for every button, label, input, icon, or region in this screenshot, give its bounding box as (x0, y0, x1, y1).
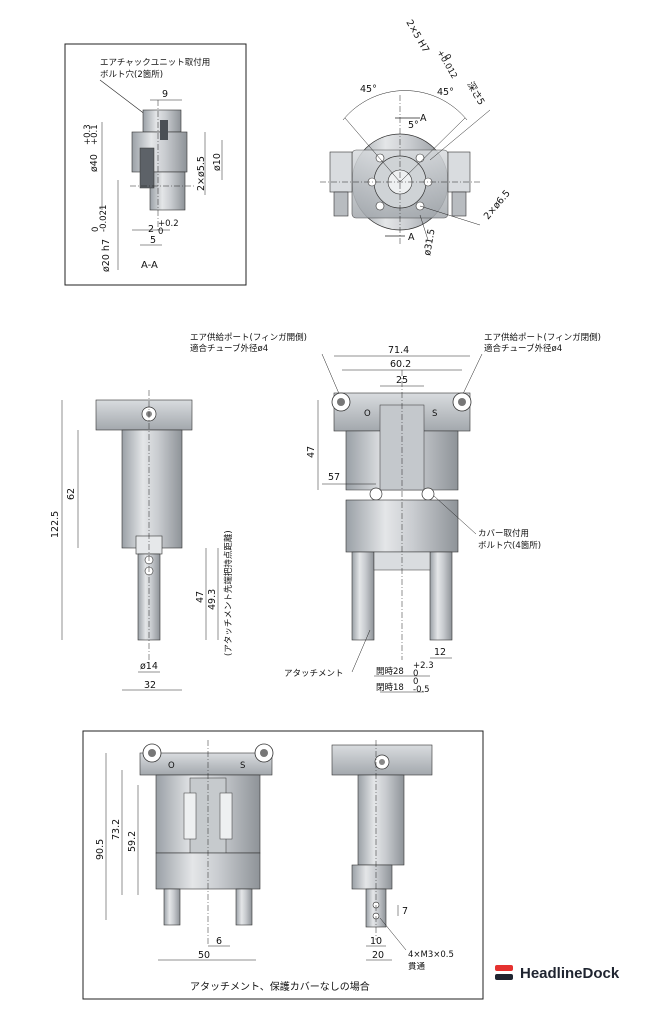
section-aa-dim-2-tol-lower: 0 (158, 227, 163, 237)
bottom-caption: アタッチメント、保護カバーなしの場合 (190, 980, 370, 993)
section-aa-view: エアチャックユニット取付用 ボルト穴(2箇所) 9 ø40 +0.3 +0.1 … (64, 43, 247, 286)
front-view-attachment-label: アタッチメント (284, 669, 344, 679)
section-aa-dim-phi20-tol-upper: 0 (91, 227, 101, 232)
air-port-left-line1: エア供給ポート(フィンガ開側) (190, 332, 307, 343)
bottom-dim-10: 10 (370, 936, 382, 947)
bottom-dim-7: 7 (402, 906, 408, 917)
section-aa-dim-2-tol-upper: +0.2 (158, 219, 179, 229)
top-view-dim-depth: 深さ5 (464, 80, 486, 107)
front-view-dim-close-tol-lower: -0.5 (413, 685, 430, 695)
top-view-dim-45-left: 45° (360, 84, 377, 95)
top-view-dim-phi31-5: ø31.5 (422, 228, 438, 256)
front-view-dim-open: 開時28 (376, 667, 404, 677)
air-port-right-line2: 適合チューブ外径ø4 (484, 343, 562, 354)
section-aa-dim-phi40-tol-upper: +0.3 (83, 124, 93, 145)
front-view-dim-47: 47 (306, 446, 317, 458)
front-view: エア供給ポート(フィンガ開側) 適合チューブ外径ø4 エア供給ポート(フィンガ閉… (190, 332, 601, 695)
bottom-note-m3-line1: 4×M3×0.5 (408, 950, 454, 960)
bottom-dim-50: 50 (198, 950, 210, 961)
front-view-dim-60-2: 60.2 (390, 359, 411, 370)
headlinedock-logo: HeadlineDock (494, 958, 619, 988)
top-view-dim-2x5h7-tol-upper: +0.012 (434, 49, 458, 81)
front-view-dim-71-4: 71.4 (388, 345, 409, 356)
bottom-note-m3-line2: 貫通 (408, 961, 426, 972)
section-aa-note-line2: ボルト穴(2箇所) (100, 69, 163, 80)
side-view-dim-122-5: 122.5 (50, 511, 61, 538)
top-view-dim-45-right: 45° (437, 87, 454, 98)
bottom-port-mark-s: S (240, 761, 245, 771)
side-view-dim-32: 32 (144, 680, 156, 691)
front-view-dim-close: 閉時18 (376, 683, 404, 693)
side-view-dim-47: 47 (195, 591, 206, 603)
cover-note-line1: カバー取付用 (478, 528, 529, 539)
top-view-label-a-top: A (420, 113, 427, 124)
bottom-dim-20: 20 (372, 950, 384, 961)
headlinedock-logo-icon (495, 965, 513, 980)
top-view-dim-2x5h7: 2×5 H7 (403, 18, 431, 55)
section-aa-note-line1: エアチャックユニット取付用 (100, 57, 210, 68)
section-aa-frame (64, 43, 247, 286)
air-port-left-line2: 適合チューブ外径ø4 (190, 343, 268, 354)
brand-name: HeadlineDock (520, 964, 620, 982)
bottom-dim-90-5: 90.5 (95, 839, 106, 860)
front-view-dim-open-tol-lower: 0 (413, 669, 418, 679)
bottom-frame (82, 730, 484, 1000)
front-view-dim-12: 12 (434, 647, 446, 658)
front-view-port-mark-s: S (432, 409, 437, 419)
side-view: 122.5 62 47 49.3 (アタッチメント先端把持点距離) ø14 32 (50, 390, 234, 691)
front-view-port-mark-o: O (364, 409, 371, 419)
top-view-label-a-bottom: A (408, 232, 415, 243)
section-aa-label: A-A (141, 260, 158, 271)
top-view-dim-2x6-5: 2×ø6.5 (482, 188, 513, 222)
front-view-dim-57: 57 (328, 472, 340, 483)
bottom-dim-59-2: 59.2 (127, 831, 138, 852)
section-aa-dim-5: 5 (150, 235, 156, 246)
bottom-views: O S 90.5 73.2 59.2 6 50 7 10 20 (82, 730, 484, 1000)
section-aa-dim-phi10: ø10 (212, 153, 223, 171)
front-view-dim-open-tol-upper: +2.3 (413, 661, 434, 671)
side-view-note-attachment: (アタッチメント先端把持点距離) (223, 530, 234, 656)
side-view-dim-49-3: 49.3 (207, 589, 218, 610)
section-aa-dim-2xphi5-5: 2×ø5.5 (196, 156, 207, 191)
top-view-dim-2x5h7-tol-lower: 0 (441, 53, 452, 63)
front-view-dim-close-tol-upper: 0 (413, 677, 418, 687)
bottom-dim-73-2: 73.2 (111, 819, 122, 840)
bottom-port-mark-o: O (168, 761, 175, 771)
side-view-dim-phi14: ø14 (140, 661, 158, 672)
section-aa-dim-2: 2 (148, 224, 154, 235)
section-aa-dim-9: 9 (162, 89, 168, 100)
bottom-dim-6: 6 (216, 936, 222, 947)
section-aa-dim-phi40: ø40 (89, 154, 100, 172)
front-view-dim-25: 25 (396, 375, 408, 386)
air-port-right-line1: エア供給ポート(フィンガ閉側) (484, 332, 601, 343)
top-view: 45° 45° 5° A A 2×5 H7 +0.012 0 深さ5 2×ø6.… (320, 18, 513, 257)
section-aa-dim-phi20-tol-lower: -0.021 (99, 205, 109, 232)
section-aa-dim-phi40-tol-lower: +0.1 (90, 124, 100, 145)
section-aa-dim-phi20: ø20 h7 (101, 239, 112, 272)
side-view-dim-62: 62 (66, 488, 77, 500)
top-view-dim-5deg: 5° (408, 120, 419, 131)
cover-note-line2: ボルト穴(4箇所) (478, 540, 541, 551)
